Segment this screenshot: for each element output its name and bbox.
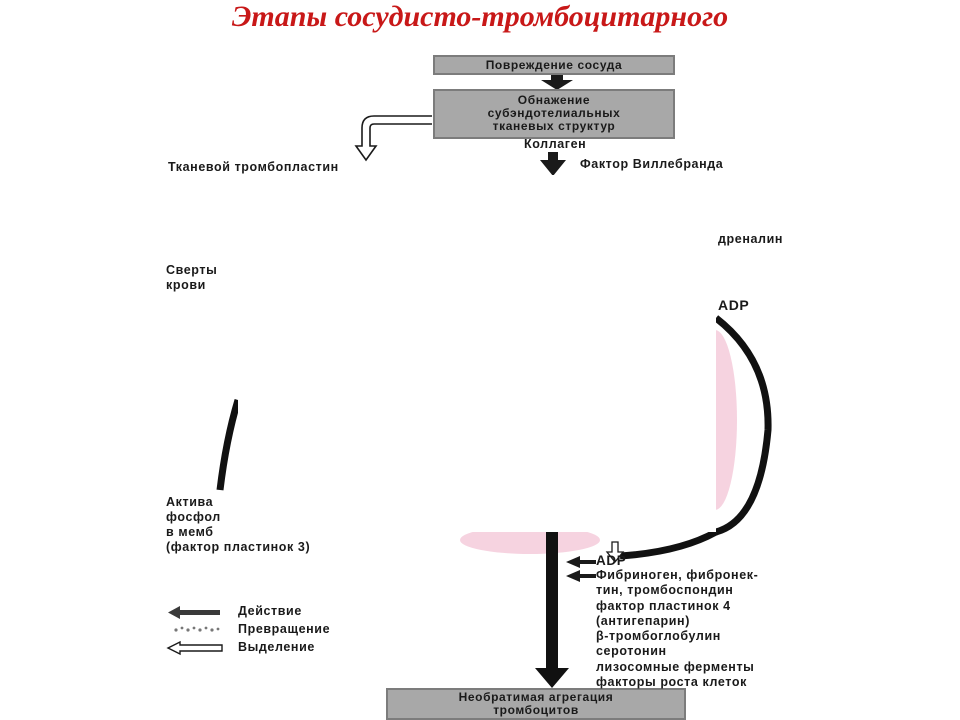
tissue-thromboplastin-label: Тканевой тромбопластин xyxy=(168,160,339,174)
release-arrow-thromboplastin xyxy=(354,115,432,162)
pink-shading-bottom xyxy=(460,526,600,554)
action-arrow-adp xyxy=(566,556,596,568)
spine-arrow-head xyxy=(535,668,569,688)
release-item: фактор пластинок 4 xyxy=(596,598,731,613)
legend-release-label: Выделение xyxy=(238,640,315,654)
phospho-line-3: в мемб xyxy=(166,525,214,539)
vessel-damage-box: Повреждение сосуда xyxy=(433,55,675,75)
exposure-line-2: субэндотелиальных xyxy=(487,106,621,120)
adrenaline-label: дреналин xyxy=(718,232,783,246)
coagulation-label: Сверты крови xyxy=(166,263,217,293)
release-arrow-adp xyxy=(605,541,625,564)
release-item: серотонин xyxy=(596,644,667,659)
arrow-collagen-head xyxy=(540,160,566,176)
aggregation-line-1: Необратимая агрегация xyxy=(458,690,614,704)
phospholipid-activation-label: Актива фосфол в мемб (фактор пластинок 3… xyxy=(166,495,310,555)
arrow-damage-head xyxy=(541,80,573,90)
right-arc xyxy=(713,315,772,536)
phospho-line-1: Актива xyxy=(166,495,214,509)
release-item: β-тромбоглобулин xyxy=(596,629,721,644)
release-item: Фибриноген, фибронек- xyxy=(596,568,759,582)
aggregation-line-2: тромбоцитов xyxy=(493,703,579,717)
adp-bottom-label: ADP xyxy=(596,553,627,568)
vessel-damage-text: Повреждение сосуда xyxy=(485,58,623,72)
legend-action-label: Действие xyxy=(238,604,302,618)
collagen-label: Коллаген xyxy=(524,137,587,151)
bottom-right-arc xyxy=(619,528,718,560)
page-title: Этапы сосудисто-тромбоцитарного xyxy=(231,0,729,33)
release-item: (антигепарин) xyxy=(596,613,690,628)
irreversible-aggregation-box: Необратимая агрегация тромбоцитов xyxy=(386,688,686,720)
phospho-line-4: (фактор пластинок 3) xyxy=(166,540,311,554)
adp-top-label: ADP xyxy=(718,297,750,313)
blank-cover-area xyxy=(238,175,716,532)
action-arrow-fibrinogen xyxy=(566,570,596,582)
release-item: тин, тромбоспондин xyxy=(596,583,734,598)
legend-release-symbol xyxy=(166,640,223,656)
legend-conversion-label: Превращение xyxy=(238,622,331,636)
main-spine xyxy=(546,532,558,672)
willebrand-factor-label: Фактор Виллебранда xyxy=(580,157,724,171)
exposure-line-1: Обнажение xyxy=(517,93,591,107)
exposure-line-3: тканевых структур xyxy=(492,119,616,133)
legend-conversion-symbol xyxy=(174,626,220,632)
release-item: факторы роста клеток xyxy=(596,675,747,690)
coagulation-line-2: крови xyxy=(166,278,206,292)
subendothelial-exposure-box: Обнажение субэндотелиальных тканевых стр… xyxy=(433,89,675,139)
arrow-collagen-shaft xyxy=(548,152,558,164)
arrow-damage-shaft xyxy=(551,74,563,84)
legend-action-symbol xyxy=(168,606,220,619)
coagulation-line-1: Сверты xyxy=(166,263,218,277)
phospho-line-2: фосфол xyxy=(166,510,221,524)
left-arc xyxy=(216,398,242,491)
release-list: Фибриноген, фибронек- тин, тромбоспондин… xyxy=(596,568,758,690)
release-item: лизосомные ферменты xyxy=(596,659,755,674)
